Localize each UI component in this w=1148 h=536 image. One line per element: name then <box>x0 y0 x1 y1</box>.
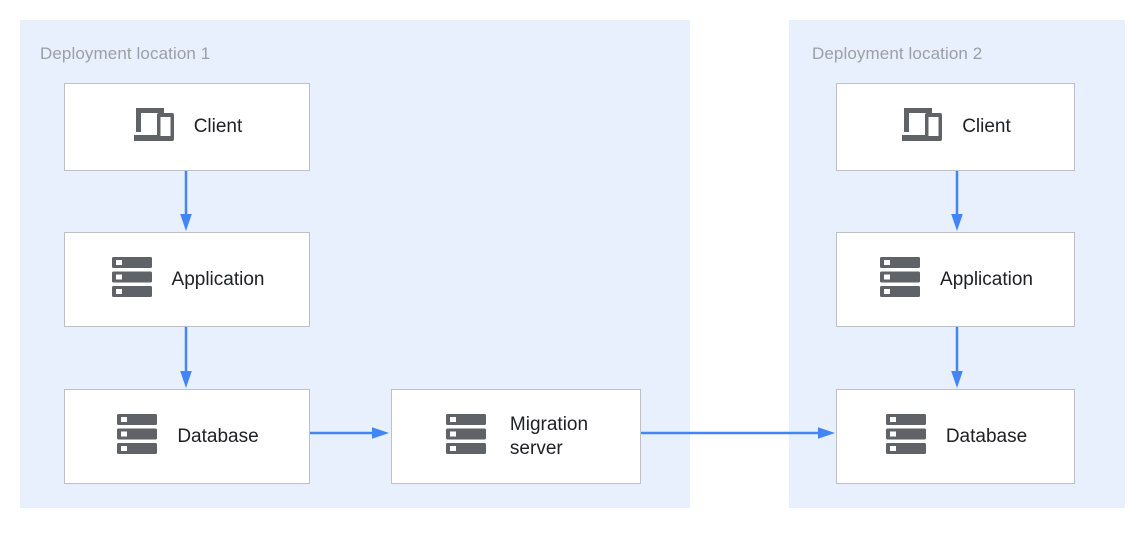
node-label-application-1: Application <box>171 268 265 290</box>
edge-app2-to-db2 <box>951 327 963 389</box>
node-migration-server[interactable]: Migration server <box>391 389 641 484</box>
edge-migration-server-to-db2 <box>641 427 836 439</box>
server-rack-icon <box>878 256 922 303</box>
node-application-1[interactable]: Application <box>64 232 310 327</box>
client-devices-icon <box>132 106 176 149</box>
node-application-2[interactable]: Application <box>836 232 1075 327</box>
node-label-client-1: Client <box>193 116 243 138</box>
server-rack-icon <box>444 413 488 460</box>
node-database-1[interactable]: Database <box>64 389 310 484</box>
node-label-database-2: Database <box>945 425 1028 447</box>
client-devices-icon <box>900 106 944 149</box>
node-client-1[interactable]: Client <box>64 83 310 171</box>
node-client-2[interactable]: Client <box>836 83 1075 171</box>
node-database-2[interactable]: Database <box>836 389 1075 484</box>
node-label-migration-server: Migration server <box>509 413 589 459</box>
edge-client1-to-app1 <box>180 170 192 232</box>
node-label-database-1: Database <box>177 425 259 447</box>
server-rack-icon <box>110 256 154 303</box>
node-label-client-2: Client <box>962 116 1011 138</box>
server-rack-icon <box>884 413 928 460</box>
zone-label-2: Deployment location 2 <box>812 44 983 63</box>
zone-label-1: Deployment location 1 <box>40 44 211 63</box>
server-rack-icon <box>115 413 159 460</box>
edge-client2-to-app2 <box>951 170 963 232</box>
edge-db1-to-migration-server <box>310 427 390 439</box>
edge-app1-to-db1 <box>180 327 192 389</box>
node-label-application-2: Application <box>940 268 1033 290</box>
